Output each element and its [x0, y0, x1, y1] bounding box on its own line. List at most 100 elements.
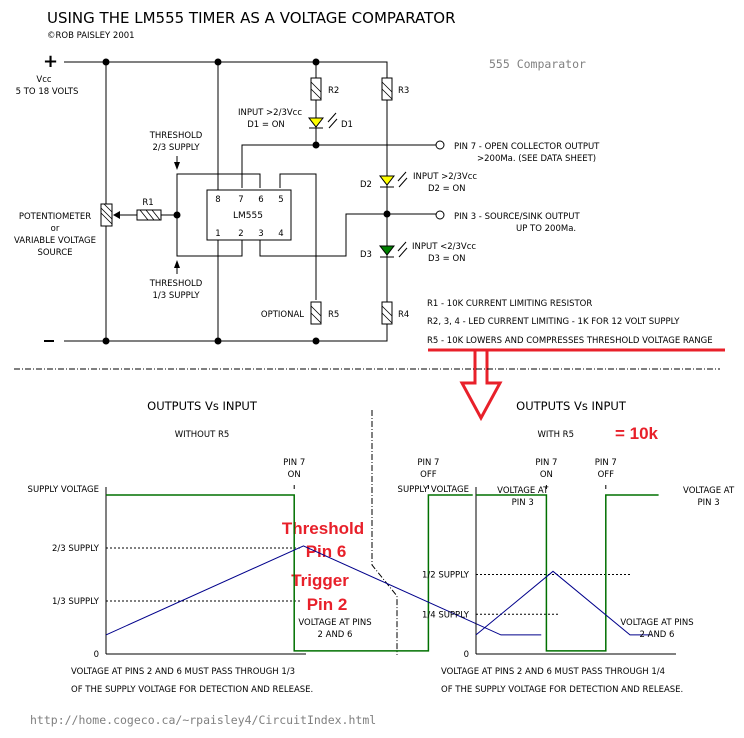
potentiometer-icon — [100, 203, 120, 227]
note-r1: R1 - 10K CURRENT LIMITING RESISTOR — [427, 299, 592, 309]
pin3-output-note: UP TO 200Ma. — [516, 224, 576, 234]
series-label: VOLTAGE AT — [683, 486, 735, 496]
y-tick-label: 2/3 SUPPLY — [52, 544, 100, 554]
r1-label: R1 — [142, 198, 153, 208]
r2-label: R2 — [328, 86, 339, 96]
r3-label: R3 — [398, 86, 409, 96]
marker-label: PIN 7 — [283, 458, 305, 468]
svg-text:5: 5 — [278, 195, 283, 205]
chart-left-subtitle: WITHOUT R5 — [175, 430, 230, 440]
marker-state: OFF — [598, 470, 615, 480]
vcc-range: 5 TO 18 VOLTS — [16, 87, 79, 97]
y-tick-label: 1/4 SUPPLY — [422, 610, 470, 620]
resistor-r4-icon — [381, 301, 393, 325]
threshold-bottom-value: 1/3 SUPPLY — [152, 291, 200, 301]
copyright: ©ROB PAISLEY 2001 — [47, 31, 135, 41]
marker-label: PIN 7 — [595, 458, 617, 468]
chart-caption: OF THE SUPPLY VOLTAGE FOR DETECTION AND … — [441, 685, 683, 695]
y-tick-label: SUPPLY VOLTAGE — [398, 485, 469, 495]
pot-label-2: or — [51, 224, 60, 234]
d2-label: D2 — [360, 180, 372, 190]
arrow-up-icon — [174, 260, 180, 268]
threshold-bottom-label: THRESHOLD — [149, 279, 203, 289]
series-label: PIN 3 — [698, 498, 720, 508]
marker-state: ON — [540, 470, 553, 480]
lm555-ic: 8 7 6 5 LM555 1 2 3 4 — [206, 189, 292, 241]
resistor-r3-icon — [381, 77, 393, 101]
pin7-output-label: PIN 7 - OPEN COLLECTOR OUTPUT — [454, 142, 600, 152]
chart-right-subtitle: WITH R5 — [537, 430, 574, 440]
resistor-r1-icon — [136, 209, 162, 221]
svg-text:8: 8 — [215, 195, 220, 205]
d3-note-2: D3 = ON — [428, 254, 466, 264]
series-pins2-6-line — [105, 545, 542, 636]
series-label: 2 AND 6 — [640, 630, 675, 640]
d1-note-1: INPUT >2/3Vcc — [238, 108, 302, 118]
note-r2-r4: R2, 3, 4 - LED CURRENT LIMITING - 1K FOR… — [427, 317, 680, 327]
y-tick-label: 1/2 SUPPLY — [422, 571, 470, 581]
chart-divider — [371, 410, 398, 655]
chart-caption: VOLTAGE AT PINS 2 AND 6 MUST PASS THROUG… — [441, 667, 665, 677]
chart-caption: OF THE SUPPLY VOLTAGE FOR DETECTION AND … — [71, 685, 313, 695]
pin3-terminal — [435, 210, 445, 220]
pot-label-1: POTENTIOMETER — [19, 212, 91, 222]
minus-terminal-icon — [44, 340, 54, 342]
d1-note-2: D1 = ON — [247, 120, 285, 130]
r5-value-annotation: = 10k — [615, 424, 659, 443]
svg-text:4: 4 — [278, 229, 283, 239]
y-tick-label: 1/3 SUPPLY — [52, 597, 100, 607]
d3-note-1: INPUT <2/3Vcc — [412, 242, 476, 252]
led-d2-icon — [378, 171, 408, 188]
pin7-terminal — [435, 140, 445, 150]
svg-text:2: 2 — [238, 229, 243, 239]
watermark: 555 Comparator — [489, 57, 586, 71]
note-r5: R5 - 10K LOWERS AND COMPRESSES THRESHOLD… — [427, 336, 713, 346]
chart-with-r5: SUPPLY VOLTAGE 1/2 SUPPLY 1/4 SUPPLY 0 PIN 7… — [398, 458, 735, 695]
pin2-annotation: Pin 2 — [307, 595, 348, 614]
resistor-r5-icon — [310, 301, 322, 325]
arrow-down-icon — [174, 162, 180, 170]
series-label: VOLTAGE AT PINS — [620, 618, 693, 628]
series-label: VOLTAGE AT PINS — [298, 618, 371, 628]
marker-state: ON — [288, 470, 301, 480]
svg-text:1: 1 — [215, 229, 220, 239]
threshold-top-value: 2/3 SUPPLY — [152, 143, 200, 153]
plus-terminal-icon: + — [43, 51, 58, 72]
red-arrow-icon — [428, 348, 725, 422]
source-url: http://home.cogeco.ca/~rpaisley4/Circuit… — [30, 713, 376, 727]
pot-label-4: SOURCE — [37, 248, 72, 258]
threshold-top-label: THRESHOLD — [149, 131, 203, 141]
y-tick-label: SUPPLY VOLTAGE — [28, 485, 99, 495]
resistor-r2-icon — [310, 77, 322, 101]
r4-label: R4 — [398, 310, 409, 320]
ic-name: LM555 — [233, 211, 263, 221]
d1-label: D1 — [341, 120, 353, 130]
pin7-output-note: >200Ma. (SEE DATA SHEET) — [477, 154, 596, 164]
optional-label: OPTIONAL — [261, 310, 304, 320]
pin6-annotation: Pin 6 — [306, 542, 347, 561]
series-label: PIN 3 — [512, 498, 534, 508]
chart-without-r5: SUPPLY VOLTAGE 2/3 SUPPLY 1/3 SUPPLY 0 PIN 7… — [28, 458, 550, 695]
chart-caption: VOLTAGE AT PINS 2 AND 6 MUST PASS THROUG… — [71, 667, 295, 677]
vcc-label: Vcc — [36, 75, 51, 85]
led-d3-icon — [378, 241, 408, 258]
svg-text:6: 6 — [258, 195, 263, 205]
series-pins2-6-line — [475, 570, 652, 636]
pot-label-3: VARIABLE VOLTAGE — [14, 236, 96, 246]
d2-note-1: INPUT >2/3Vcc — [413, 172, 477, 182]
y-tick-label: 0 — [464, 650, 469, 660]
pin3-output-label: PIN 3 - SOURCE/SINK OUTPUT — [454, 212, 581, 222]
chart-left-title: OUTPUTS Vs INPUT — [147, 399, 258, 413]
svg-text:3: 3 — [258, 229, 263, 239]
series-label: 2 AND 6 — [318, 630, 353, 640]
threshold-annotation: Threshold — [282, 519, 364, 538]
d3-label: D3 — [360, 250, 372, 260]
d2-note-2: D2 = ON — [428, 184, 466, 194]
y-tick-label: 0 — [94, 650, 99, 660]
series-pin3-line — [106, 494, 473, 652]
series-label: VOLTAGE AT — [497, 486, 549, 496]
diagram-title: USING THE LM555 TIMER AS A VOLTAGE COMPA… — [47, 9, 456, 27]
svg-text:7: 7 — [238, 195, 243, 205]
led-d1-icon — [307, 112, 338, 129]
